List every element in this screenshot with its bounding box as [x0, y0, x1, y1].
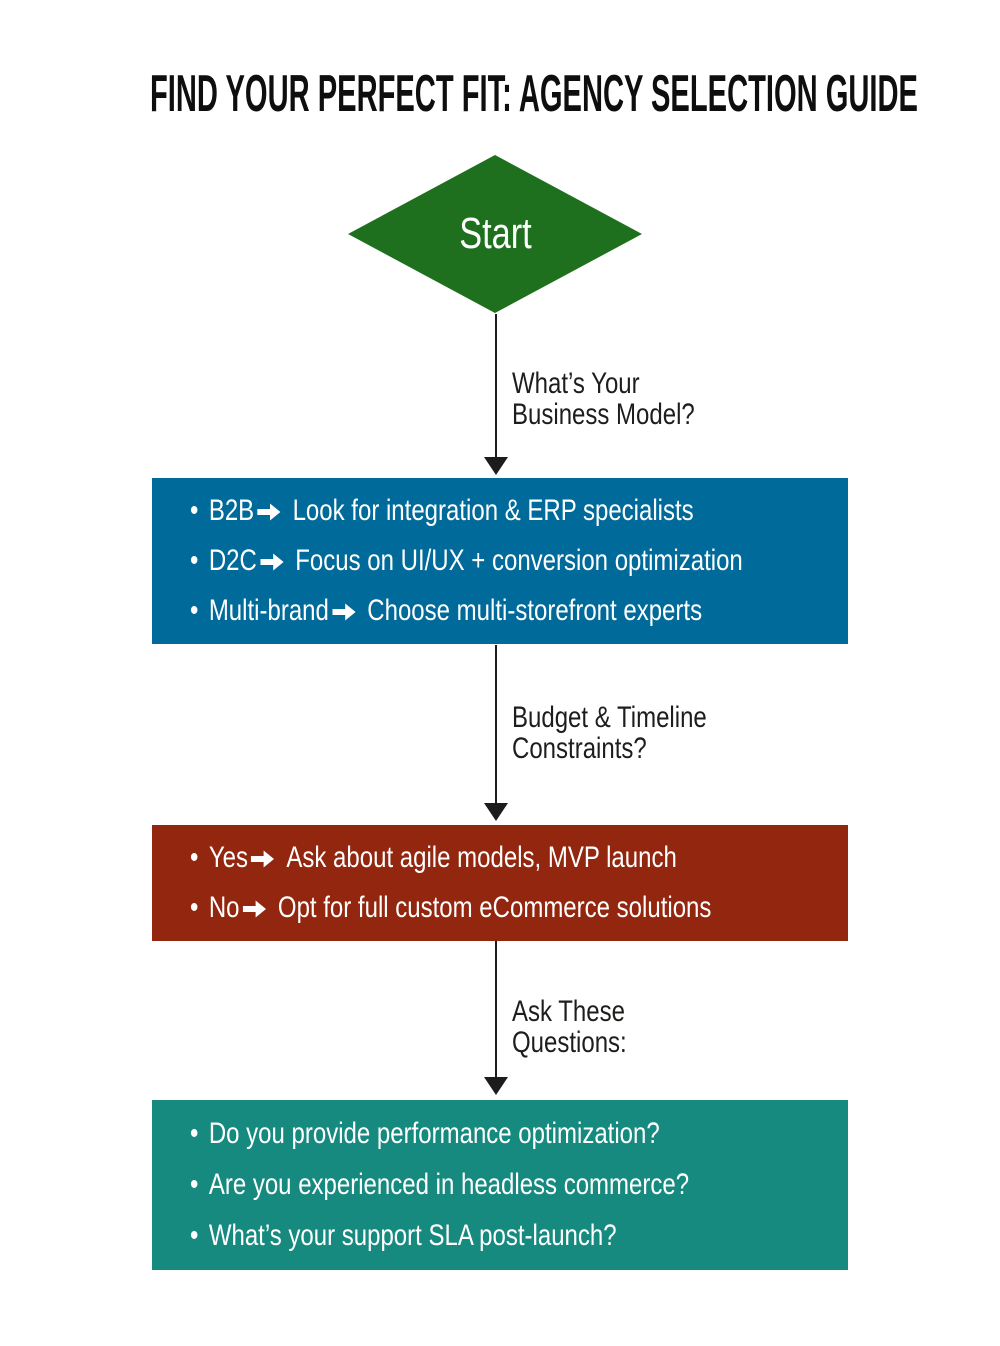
- right-arrow-icon: [260, 552, 284, 572]
- item-text: Opt for full custom eCommerce solutions: [277, 891, 712, 924]
- term-label: Multi-brand: [208, 594, 329, 627]
- item-text: Focus on UI/UX + conversion optimization: [295, 544, 743, 577]
- edge-label-ask-questions: Ask These Questions:: [512, 996, 627, 1058]
- edge-label-business-model: What’s Your Business Model?: [512, 368, 695, 430]
- term-label: Yes: [208, 841, 248, 874]
- decision-box-budget-timeline: Yes Ask about agile models, MVP launch N…: [152, 825, 848, 941]
- right-arrow-icon: [257, 502, 281, 522]
- start-diamond: Start: [348, 155, 642, 313]
- list-item: Multi-brand Choose multi-storefront expe…: [190, 594, 716, 628]
- item-text: Choose multi-storefront experts: [367, 594, 703, 627]
- list-item: What’s your support SLA post-launch?: [190, 1219, 716, 1253]
- item-text: Are you experienced in headless commerce…: [208, 1168, 690, 1201]
- edge-label-line: Business Model?: [512, 398, 695, 431]
- edge-label-budget-timeline: Budget & Timeline Constraints?: [512, 702, 707, 764]
- edge-label-line: Budget & Timeline: [512, 701, 707, 734]
- start-label: Start: [458, 209, 532, 258]
- edge-label-line: Ask These: [512, 995, 625, 1028]
- flow-arrow-line-3: [495, 941, 497, 1077]
- edge-label-line: Questions:: [512, 1026, 627, 1059]
- item-text: Ask about agile models, MVP launch: [286, 841, 677, 874]
- decision-box-business-model: B2B Look for integration & ERP specialis…: [152, 478, 848, 644]
- edge-label-line: Constraints?: [512, 732, 647, 765]
- arrowhead-down-icon: [484, 1077, 508, 1095]
- arrowhead-down-icon: [484, 803, 508, 821]
- item-text: Do you provide performance optimization?: [208, 1117, 660, 1150]
- page-title: FIND YOUR PERFECT FIT: AGENCY SELECTION …: [150, 65, 918, 123]
- list-item: Yes Ask about agile models, MVP launch: [190, 841, 716, 875]
- item-text: Look for integration & ERP specialists: [292, 494, 694, 527]
- list-item: Are you experienced in headless commerce…: [190, 1168, 716, 1202]
- right-arrow-icon: [332, 602, 356, 622]
- item-text: What’s your support SLA post-launch?: [208, 1219, 617, 1252]
- term-label: B2B: [208, 494, 255, 527]
- list-item: B2B Look for integration & ERP specialis…: [190, 494, 716, 528]
- right-arrow-icon: [251, 849, 275, 869]
- list-item: Do you provide performance optimization?: [190, 1117, 716, 1151]
- term-label: D2C: [208, 544, 257, 577]
- edge-label-line: What’s Your: [512, 367, 640, 400]
- arrowhead-down-icon: [484, 457, 508, 475]
- flow-arrow-line-1: [495, 314, 497, 457]
- right-arrow-icon: [242, 899, 267, 919]
- list-item: D2C Focus on UI/UX + conversion optimiza…: [190, 544, 743, 578]
- flow-arrow-line-2: [495, 645, 497, 803]
- decision-box-questions: Do you provide performance optimization?…: [152, 1100, 848, 1270]
- term-label: No: [208, 891, 240, 924]
- list-item: No Opt for full custom eCommerce solutio…: [190, 891, 716, 925]
